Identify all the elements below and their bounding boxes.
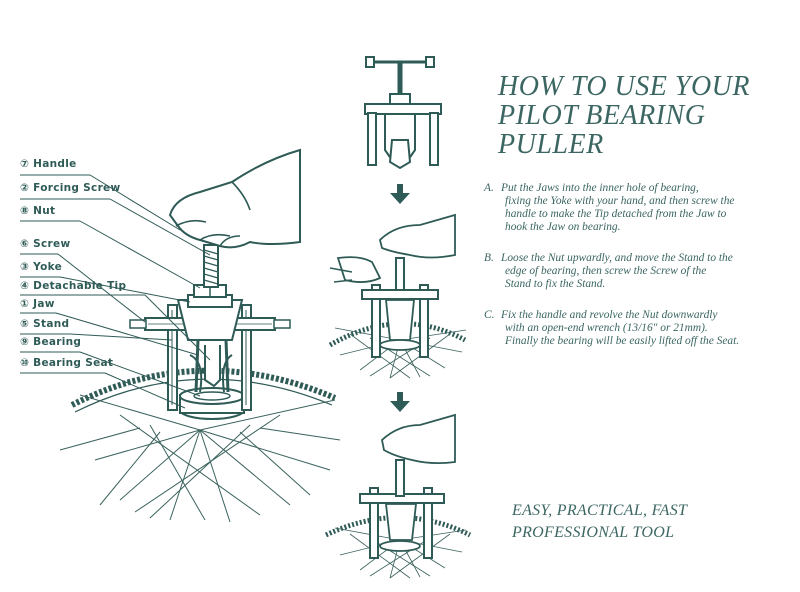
- part-label-detachable-tip: ④ Detachable Tip: [20, 280, 127, 292]
- part-label-stand: ⑤ Stand: [20, 318, 70, 330]
- main-illustration: [20, 148, 341, 523]
- step-text-line: Put the Jaws into the inner hole of bear…: [501, 182, 699, 194]
- step-b-puller-drawing: [328, 213, 467, 379]
- title-line: PILOT BEARING: [498, 100, 706, 131]
- step-b: B. Loose the Nut upwardly, and move the …: [484, 252, 794, 291]
- step-text-line: with an open-end wrench (13/16" or 21mm)…: [505, 322, 708, 334]
- step-text-line: Finally the bearing will be easily lifte…: [505, 335, 740, 347]
- part-label-bearing: ⑨ Bearing: [20, 336, 82, 348]
- step-letter: C.: [484, 309, 495, 321]
- step-letter: A.: [484, 182, 494, 194]
- step-text-line: Stand to fix the Stand.: [505, 278, 606, 290]
- part-label-jaw: ① Jaw: [20, 298, 55, 310]
- leader-lines: [20, 174, 211, 409]
- step-text-line: hook the Jaw on bearing.: [505, 221, 621, 233]
- tagline-line: EASY, PRACTICAL, FAST: [512, 502, 688, 519]
- tagline: EASY, PRACTICAL, FAST PROFESSIONAL TOOL: [512, 500, 792, 544]
- page-title: HOW TO USE YOUR PILOT BEARING PULLER: [498, 72, 798, 159]
- title-line: HOW TO USE YOUR: [498, 71, 750, 102]
- title-line: PULLER: [498, 129, 604, 160]
- part-label-forcing-screw: ② Forcing Screw: [20, 182, 121, 194]
- step-c-puller-drawing: [324, 413, 472, 579]
- step-text-line: Loose the Nut upwardly, and move the Sta…: [501, 252, 733, 264]
- part-label-handle: ⑦ Handle: [20, 158, 77, 170]
- tagline-line: PROFESSIONAL TOOL: [512, 524, 675, 541]
- part-label-screw: ⑥ Screw: [20, 238, 71, 250]
- part-label-yoke: ③ Yoke: [20, 261, 63, 273]
- step-letter: B.: [484, 252, 494, 264]
- step-c: C. Fix the handle and revolve the Nut do…: [484, 309, 794, 348]
- step-text-line: fixing the Yoke with your hand, and then…: [505, 195, 735, 207]
- part-label-nut: ⑧ Nut: [20, 205, 56, 217]
- arrow-1: [390, 184, 410, 204]
- arrow-2: [390, 392, 410, 412]
- step-text-line: handle to make the Tip detached from the…: [505, 208, 727, 220]
- instruction-steps: A. Put the Jaws into the inner hole of b…: [484, 182, 794, 360]
- step-a: A. Put the Jaws into the inner hole of b…: [484, 182, 794, 234]
- step-a-puller-drawing: [364, 56, 442, 170]
- step-text-line: Fix the handle and revolve the Nut downw…: [501, 309, 718, 321]
- part-label-bearing-seat: ⑩ Bearing Seat: [20, 357, 114, 369]
- step-text-line: edge of bearing, then screw the Screw of…: [505, 265, 707, 277]
